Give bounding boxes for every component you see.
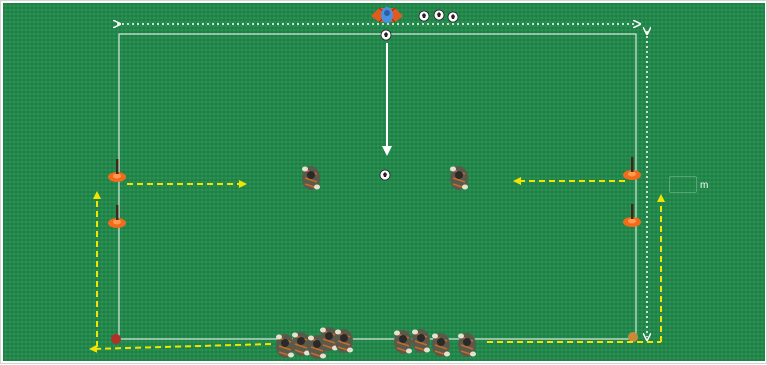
soccer-ball-icon[interactable] [448, 12, 458, 22]
soccer-ball-icon[interactable] [380, 170, 390, 180]
player-icon[interactable] [458, 333, 476, 357]
coach-icon [381, 7, 393, 23]
cone-icon[interactable] [623, 157, 641, 180]
soccer-ball-icon[interactable] [381, 30, 391, 40]
cone-icon[interactable] [108, 159, 126, 182]
player-icon[interactable] [450, 166, 468, 190]
run-arrow [91, 344, 271, 349]
cone-icon[interactable] [108, 205, 126, 228]
player-icon[interactable] [276, 334, 294, 358]
soccer-ball-icon[interactable] [419, 11, 429, 21]
player-icon[interactable] [302, 166, 320, 190]
player-icon[interactable] [432, 333, 450, 357]
player-icon[interactable] [394, 330, 412, 354]
soccer-ball-icon[interactable] [434, 10, 444, 20]
pitch-boundary [119, 34, 636, 339]
player-icon[interactable] [292, 332, 310, 356]
cone-icon[interactable] [623, 204, 641, 227]
corner-marker-icon [111, 334, 121, 344]
player-icon[interactable] [335, 329, 353, 353]
player-icon[interactable] [412, 329, 430, 353]
corner-marker-icon [628, 332, 638, 342]
